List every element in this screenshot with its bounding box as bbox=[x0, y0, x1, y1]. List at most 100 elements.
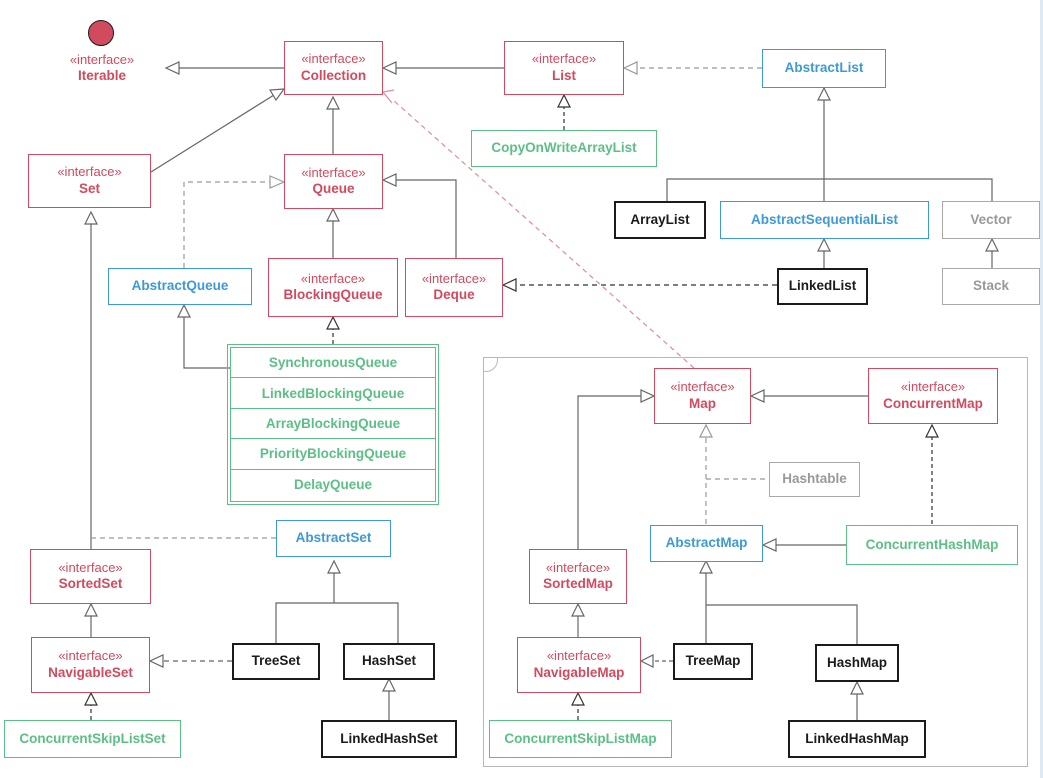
stereotype-label: «interface» bbox=[301, 51, 366, 67]
edge-sortedmap-map bbox=[577, 395, 641, 549]
impl-linked-blocking-queue[interactable]: LinkedBlockingQueue bbox=[231, 378, 435, 409]
stereotype-label: «interface» bbox=[301, 164, 366, 180]
node-stack[interactable]: Stack bbox=[942, 268, 1040, 305]
node-concurrent-map[interactable]: «interface» ConcurrentMap bbox=[868, 368, 998, 424]
arrowhead bbox=[640, 389, 656, 403]
arrowhead bbox=[557, 93, 571, 108]
node-abstract-queue[interactable]: AbstractQueue bbox=[108, 268, 252, 305]
node-list[interactable]: «interface» List bbox=[504, 41, 624, 95]
arrowhead bbox=[84, 210, 98, 225]
node-linked-hash-map[interactable]: LinkedHashMap bbox=[788, 720, 926, 758]
node-name: ConcurrentSkipListSet bbox=[19, 730, 166, 746]
arrowhead bbox=[381, 89, 395, 104]
node-set[interactable]: «interface» Set bbox=[28, 154, 151, 208]
arrowhead bbox=[269, 175, 286, 189]
node-hash-map[interactable]: HashMap bbox=[815, 644, 899, 682]
edge-set-collection bbox=[150, 94, 275, 173]
impl-priority-blocking-queue[interactable]: PriorityBlockingQueue bbox=[231, 439, 435, 470]
right-edge-bar bbox=[1040, 0, 1043, 778]
arrowhead bbox=[268, 88, 286, 102]
arrowhead bbox=[327, 559, 341, 574]
node-concurrent-skip-list-set[interactable]: ConcurrentSkipListSet bbox=[4, 720, 181, 758]
arrowhead bbox=[326, 207, 340, 222]
node-deque[interactable]: «interface» Deque bbox=[405, 258, 503, 317]
node-navigable-map[interactable]: «interface» NavigableMap bbox=[517, 637, 641, 693]
impl-array-blocking-queue[interactable]: ArrayBlockingQueue bbox=[231, 409, 435, 440]
arrowhead bbox=[571, 691, 585, 706]
node-name: SortedSet bbox=[58, 576, 123, 592]
node-abstract-set[interactable]: AbstractSet bbox=[276, 520, 391, 557]
node-linked-hash-set[interactable]: LinkedHashSet bbox=[321, 720, 457, 758]
node-name: LinkedHashMap bbox=[805, 730, 909, 746]
node-name: TreeSet bbox=[251, 653, 301, 669]
arrowhead bbox=[639, 654, 654, 668]
arrowhead bbox=[571, 602, 585, 617]
node-sorted-map[interactable]: «interface» SortedMap bbox=[529, 549, 627, 604]
node-linked-list[interactable]: LinkedList bbox=[777, 268, 868, 305]
node-navigable-set[interactable]: «interface» NavigableSet bbox=[31, 637, 150, 693]
node-name: NavigableMap bbox=[533, 664, 625, 680]
node-name: Map bbox=[689, 395, 716, 411]
arrowhead bbox=[84, 602, 98, 617]
node-name: Iterable bbox=[77, 68, 127, 84]
node-name: List bbox=[551, 67, 576, 83]
node-name: AbstractSet bbox=[295, 530, 372, 546]
node-hashtable[interactable]: Hashtable bbox=[769, 462, 860, 497]
node-collection[interactable]: «interface» Collection bbox=[284, 41, 383, 95]
arrowhead bbox=[761, 538, 777, 552]
arrowhead bbox=[501, 278, 517, 292]
stereotype-label: «interface» bbox=[69, 52, 135, 67]
node-tree-set[interactable]: TreeSet bbox=[232, 643, 320, 680]
arrowhead bbox=[381, 173, 397, 187]
stereotype-label: «interface» bbox=[546, 648, 612, 664]
node-abstract-map[interactable]: AbstractMap bbox=[650, 525, 763, 562]
node-hash-set[interactable]: HashSet bbox=[343, 643, 435, 680]
arrowhead bbox=[164, 61, 180, 75]
arrowhead bbox=[382, 677, 396, 692]
node-name: CopyOnWriteArrayList bbox=[491, 140, 637, 156]
node-name: AbstractSequentialList bbox=[750, 211, 899, 227]
node-name: LinkedHashSet bbox=[340, 730, 438, 746]
arrowhead bbox=[925, 423, 939, 438]
node-abstract-list[interactable]: AbstractList bbox=[762, 49, 886, 88]
root-dot-icon bbox=[88, 20, 114, 46]
node-concurrent-skip-list-map[interactable]: ConcurrentSkipListMap bbox=[489, 720, 672, 758]
stereotype-label: «interface» bbox=[531, 51, 597, 67]
edge-abstractset-children bbox=[275, 573, 399, 643]
node-copy-on-write-array-list[interactable]: CopyOnWriteArrayList bbox=[471, 130, 657, 167]
arrowhead bbox=[985, 237, 999, 252]
stereotype-label: «interface» bbox=[545, 559, 611, 575]
edge-deque-queue bbox=[396, 179, 457, 258]
node-name: SortedMap bbox=[543, 576, 613, 592]
arrowhead bbox=[381, 61, 397, 75]
node-array-list[interactable]: ArrayList bbox=[614, 201, 706, 239]
node-name: AbstractMap bbox=[665, 535, 748, 551]
node-name: TreeMap bbox=[685, 653, 741, 669]
impl-synchronous-queue[interactable]: SynchronousQueue bbox=[231, 348, 435, 379]
arrowhead bbox=[326, 95, 340, 110]
impl-delay-queue[interactable]: DelayQueue bbox=[293, 477, 373, 493]
node-name: ConcurrentMap bbox=[883, 395, 983, 411]
node-name: ConcurrentHashMap bbox=[865, 536, 999, 552]
edge-abstractqueue-queue bbox=[183, 181, 270, 268]
node-name: Deque bbox=[433, 287, 475, 303]
node-name: Collection bbox=[300, 67, 367, 83]
node-sorted-set[interactable]: «interface» SortedSet bbox=[30, 549, 151, 604]
node-name: HashMap bbox=[826, 654, 887, 670]
node-iterable[interactable]: «interface» Iterable bbox=[52, 52, 152, 85]
arrowhead bbox=[699, 423, 713, 438]
arrowhead bbox=[817, 237, 831, 252]
map-hierarchy-frame bbox=[483, 357, 1028, 767]
node-blocking-queue[interactable]: «interface» BlockingQueue bbox=[268, 258, 398, 317]
arrowhead bbox=[850, 680, 864, 695]
frame-corner-fold bbox=[483, 357, 498, 372]
node-abstract-sequential-list[interactable]: AbstractSequentialList bbox=[720, 201, 929, 239]
node-queue[interactable]: «interface» Queue bbox=[284, 154, 383, 209]
node-vector[interactable]: Vector bbox=[942, 201, 1040, 239]
node-concurrent-hash-map[interactable]: ConcurrentHashMap bbox=[846, 525, 1018, 565]
node-name: Set bbox=[78, 180, 100, 196]
node-tree-map[interactable]: TreeMap bbox=[673, 643, 753, 680]
stereotype-label: «interface» bbox=[58, 648, 123, 664]
arrowhead bbox=[84, 691, 98, 706]
node-map[interactable]: «interface» Map bbox=[654, 368, 751, 424]
